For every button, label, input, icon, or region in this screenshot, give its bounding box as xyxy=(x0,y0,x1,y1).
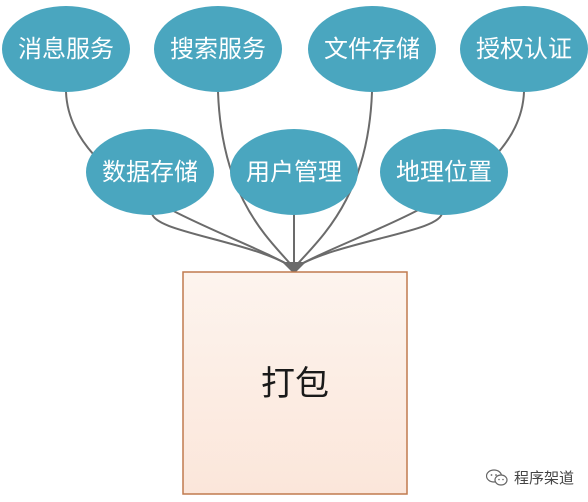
service-node-label: 地理位置 xyxy=(396,158,492,186)
service-node-label: 数据存储 xyxy=(102,158,198,186)
service-node-label: 消息服务 xyxy=(18,35,114,63)
service-node-auth: 授权认证 xyxy=(460,6,588,92)
connector-search xyxy=(217,91,295,269)
connector-geolocation xyxy=(293,211,444,269)
connector-data-storage xyxy=(150,211,295,269)
service-node-label: 文件存储 xyxy=(324,35,420,63)
package-box: 打包 xyxy=(182,271,408,495)
service-node-label: 用户管理 xyxy=(246,158,342,186)
connectors xyxy=(65,91,525,269)
service-node-search: 搜索服务 xyxy=(154,6,282,92)
service-node-label: 搜索服务 xyxy=(170,35,266,63)
watermark: 程序架道 xyxy=(485,467,574,488)
connector-file-storage xyxy=(293,91,373,269)
service-node-geolocation: 地理位置 xyxy=(380,129,508,215)
watermark-text: 程序架道 xyxy=(513,469,574,487)
service-node-messaging: 消息服务 xyxy=(2,6,130,92)
arrowhead xyxy=(282,262,306,274)
wechat-icon xyxy=(485,468,508,486)
service-node-data-storage: 数据存储 xyxy=(86,129,214,215)
service-node-file-storage: 文件存储 xyxy=(308,6,436,92)
service-node-label: 授权认证 xyxy=(476,35,572,63)
service-node-user-management: 用户管理 xyxy=(230,129,358,215)
package-box-label: 打包 xyxy=(261,364,329,404)
